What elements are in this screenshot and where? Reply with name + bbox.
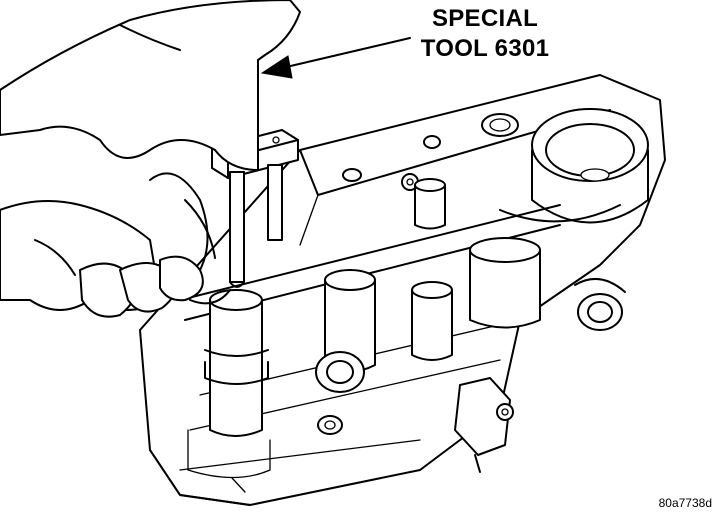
figure-id: 80a7738d: [658, 496, 712, 510]
manual-valve-lever: [454, 377, 514, 473]
valve-spool: [187, 289, 271, 493]
port-holes: [315, 277, 626, 435]
technician-hand: [0, 0, 301, 318]
tool-callout-label: SPECIAL TOOL 6301: [405, 4, 565, 64]
valve-bores: [324, 178, 541, 373]
callout-arrow: [260, 37, 411, 79]
top-bosses: [342, 113, 519, 191]
accumulator-bore: [499, 108, 649, 224]
callout-line-2: TOOL 6301: [420, 35, 550, 62]
callout-line-1: SPECIAL: [431, 5, 539, 32]
